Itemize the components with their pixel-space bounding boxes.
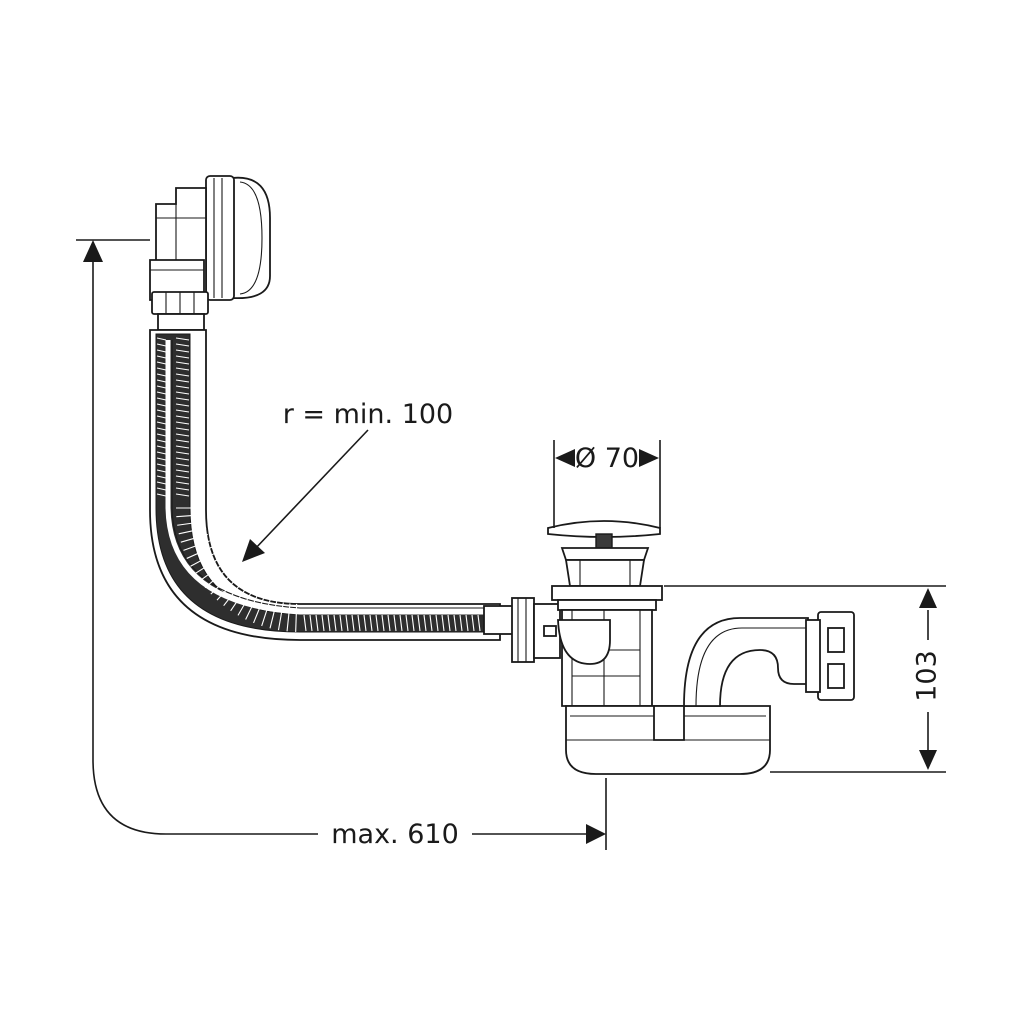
arrow-up-icon [919, 588, 937, 608]
arrow-right-icon [639, 449, 659, 467]
arrow-left-icon [555, 449, 575, 467]
height-dimension: 103 [664, 585, 946, 773]
hose-connector [483, 597, 561, 663]
overflow-head [149, 175, 271, 331]
radius-callout: r = min. 100 [242, 399, 453, 562]
radius-label: r = min. 100 [283, 399, 454, 430]
arrow-right-icon [586, 824, 606, 844]
height-label: 103 [912, 650, 943, 702]
corrugated-hose [149, 329, 501, 641]
drain-assembly [547, 520, 855, 775]
diameter-dimension: Ø 70 [553, 440, 661, 528]
length-label: max. 610 [331, 819, 459, 850]
arrow-down-left-icon [242, 539, 265, 562]
arrow-down-icon [919, 750, 937, 770]
arrow-up-icon [83, 240, 103, 262]
length-dimension: max. 610 [76, 239, 607, 850]
diameter-label: Ø 70 [575, 443, 639, 474]
